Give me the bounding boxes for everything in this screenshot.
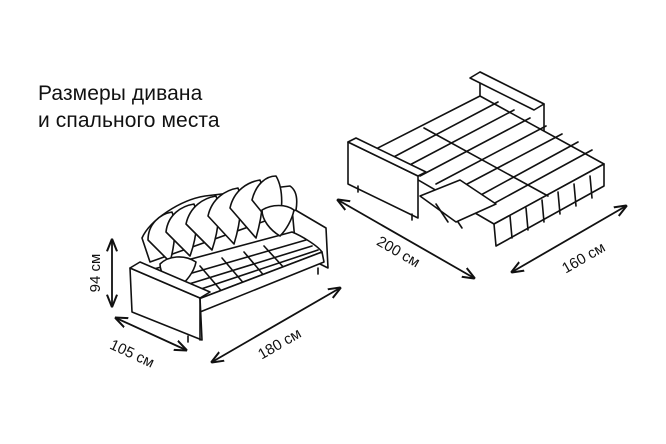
depth-dimension-line (116, 318, 186, 350)
diagram-title: Размеры дивана и спального места (38, 80, 220, 134)
bed-length-dimension-line (338, 200, 474, 278)
sofa-width-dimension-line (212, 288, 340, 362)
sofa-width-dimension-label: 180 см (255, 325, 304, 363)
height-dimension-label: 94 см (87, 254, 104, 293)
bed-width-dimension-label: 160 см (559, 239, 608, 277)
bed-width-dimension-line (512, 206, 626, 272)
title-line-2: и спального места (38, 109, 220, 132)
bed-illustration (347, 71, 605, 247)
title-line-1: Размеры дивана (38, 82, 203, 105)
depth-dimension-label: 105 см (107, 336, 157, 371)
bed-length-dimension-label: 200 см (374, 233, 423, 271)
sofa-illustration (129, 175, 329, 343)
